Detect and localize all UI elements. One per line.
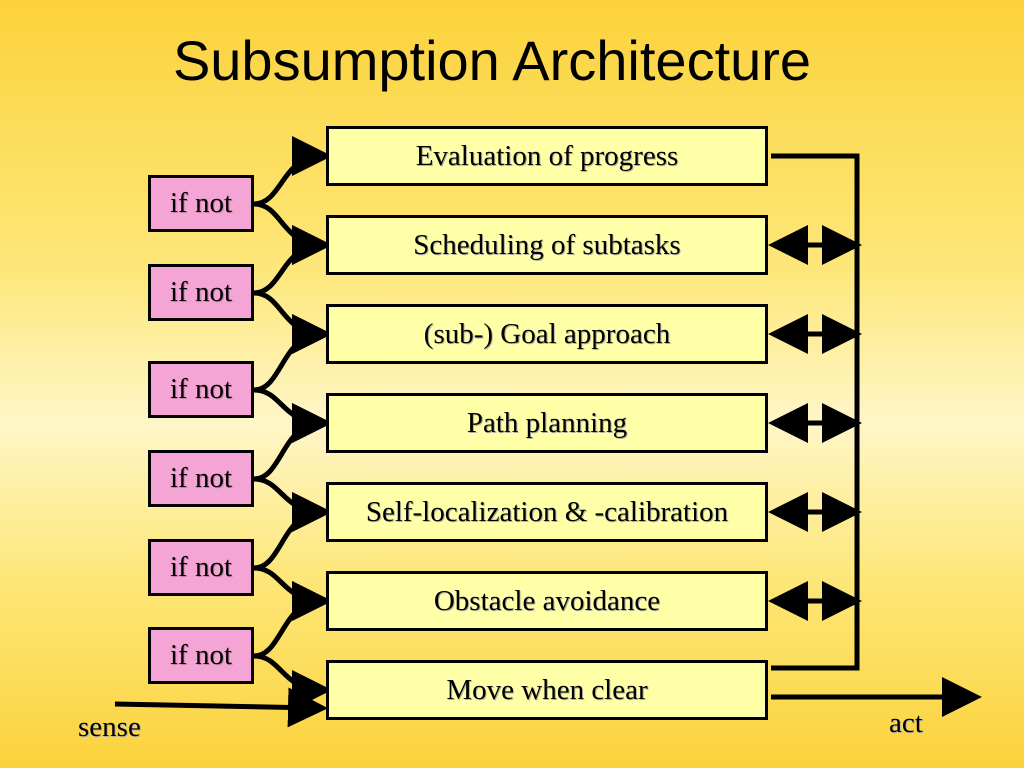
act-label: act (889, 707, 923, 739)
output-bus-line (771, 153, 860, 671)
suppressor-branch-up-6 (253, 581, 332, 659)
suppressor-if-not-1: if not (148, 175, 254, 232)
layer-evaluation-of-progress: Evaluation of progress (326, 126, 768, 186)
suppressor-branch-up-1 (253, 136, 332, 207)
suppressor-branch-up-3 (253, 314, 332, 393)
suppressor-branch-up-4 (253, 403, 332, 482)
suppressor-branch-down-5 (253, 565, 332, 621)
suppressor-branch-up-5 (253, 492, 332, 571)
suppressor-if-not-6: if not (148, 627, 254, 684)
suppressor-if-not-4: if not (148, 450, 254, 507)
suppressor-branch-down-6 (253, 653, 332, 710)
sense-label: sense (78, 711, 141, 743)
suppressor-branch-up-2 (253, 225, 332, 296)
suppressor-if-not-2: if not (148, 264, 254, 321)
suppressor-branch-down-1 (253, 201, 332, 265)
layer-path-planning: Path planning (326, 393, 768, 453)
suppressor-branch-down-4 (253, 476, 332, 532)
layer-self-localization: Self-localization & -calibration (326, 482, 768, 542)
slide-title: Subsumption Architecture (172, 29, 812, 92)
suppressor-if-not-5: if not (148, 539, 254, 596)
layer-move-when-clear: Move when clear (326, 660, 768, 720)
suppressor-if-not-3: if not (148, 361, 254, 418)
layer-goal-approach: (sub-) Goal approach (326, 304, 768, 364)
layer-obstacle-avoidance: Obstacle avoidance (326, 571, 768, 631)
suppressor-branch-down-3 (253, 387, 332, 443)
layer-scheduling-of-subtasks: Scheduling of subtasks (326, 215, 768, 275)
sense-input-arrow (114, 687, 328, 728)
suppressor-branch-down-2 (253, 290, 332, 354)
